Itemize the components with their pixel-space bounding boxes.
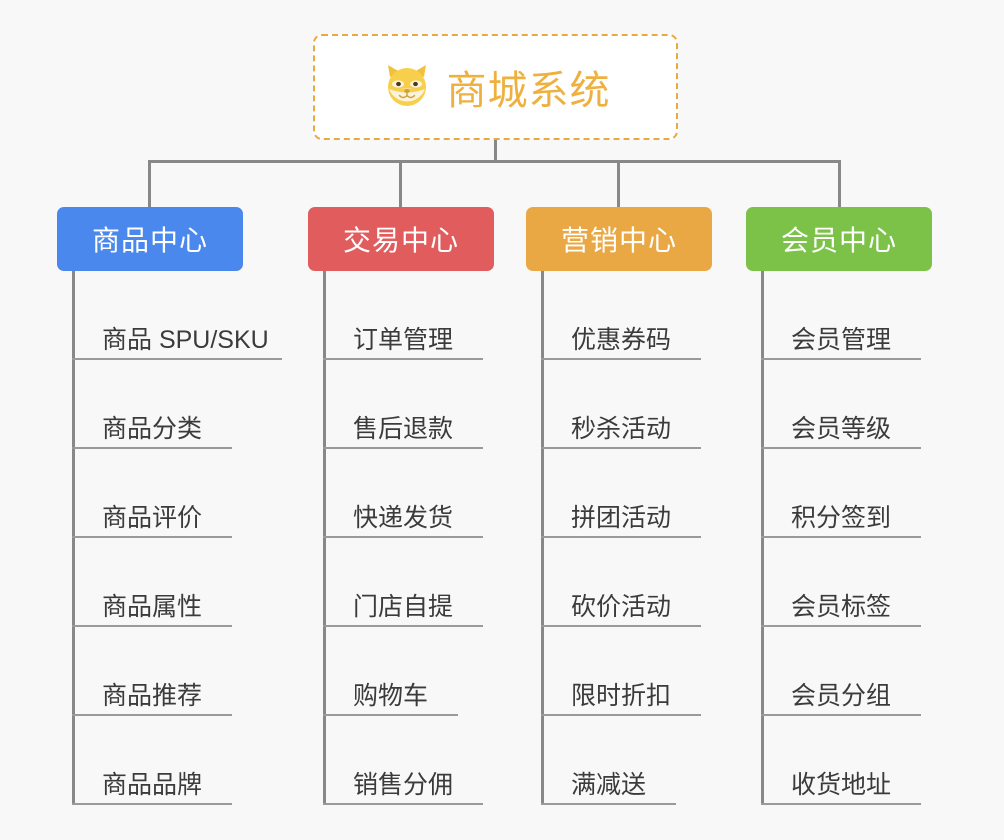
connector-spine-member-center [761,271,764,805]
category-label: 营销中心 [560,225,677,256]
connector-drop-2 [399,160,402,209]
category-label: 会员中心 [780,225,897,256]
leaf-label: 商品属性 [102,592,203,621]
leaf-item-group-buy[interactable]: 拼团活动 [541,449,701,538]
leaf-item-member-level[interactable]: 会员等级 [761,360,921,449]
category-header-trade-center[interactable]: 交易中心 [308,207,494,271]
leaf-label: 门店自提 [353,592,454,621]
connector-spine-marketing-center [541,271,544,805]
leaf-item-bargain-activity[interactable]: 砍价活动 [541,538,701,627]
leaf-label: 满减送 [571,770,647,799]
leaf-item-limited-time-discount[interactable]: 限时折扣 [541,627,701,716]
leaf-label: 会员标签 [791,592,892,621]
leaf-item-shipping-address[interactable]: 收货地址 [761,716,921,805]
leaf-label: 销售分佣 [353,770,454,799]
connector-spine-product-center [72,271,75,805]
leaf-label: 商品分类 [102,414,203,443]
leaf-label: 会员分组 [791,681,892,710]
root-title: 商城系统 [446,69,611,113]
leaf-item-flash-sale[interactable]: 秒杀活动 [541,360,701,449]
connector-root-stem [494,140,497,162]
leaf-item-member-management[interactable]: 会员管理 [761,271,921,360]
connector-drop-3 [617,160,620,209]
leaf-label: 商品推荐 [102,681,203,710]
leaf-label: 秒杀活动 [571,414,672,443]
leaf-item-full-reduction-gift[interactable]: 满减送 [541,716,676,805]
shiba-dog-face-icon [381,61,433,113]
leaf-label: 会员等级 [791,414,892,443]
leaf-label: 购物车 [353,681,429,710]
root-node-mall-system[interactable]: 商城系统 [313,34,678,140]
leaf-item-points-checkin[interactable]: 积分签到 [761,449,921,538]
connector-drop-1 [148,160,151,209]
leaf-item-product-brand[interactable]: 商品品牌 [72,716,232,805]
leaf-item-member-group[interactable]: 会员分组 [761,627,921,716]
connector-horizontal-bus [148,160,841,163]
leaf-item-aftersales-refund[interactable]: 售后退款 [323,360,483,449]
leaf-label: 快递发货 [353,503,454,532]
leaf-item-store-pickup[interactable]: 门店自提 [323,538,483,627]
category-header-marketing-center[interactable]: 营销中心 [526,207,712,271]
leaf-item-product-attribute[interactable]: 商品属性 [72,538,232,627]
leaf-label: 拼团活动 [571,503,672,532]
leaf-item-shopping-cart[interactable]: 购物车 [323,627,458,716]
connector-drop-4 [838,160,841,209]
category-header-member-center[interactable]: 会员中心 [746,207,932,271]
leaf-label: 积分签到 [791,503,892,532]
leaf-item-member-tag[interactable]: 会员标签 [761,538,921,627]
leaf-label: 优惠券码 [571,325,672,354]
category-label: 商品中心 [91,225,208,256]
leaf-label: 商品 SPU/SKU [102,325,269,354]
leaf-item-coupon-code[interactable]: 优惠券码 [541,271,701,360]
leaf-item-product-category[interactable]: 商品分类 [72,360,232,449]
leaf-label: 砍价活动 [571,592,672,621]
leaf-label: 限时折扣 [571,681,672,710]
leaf-item-sales-commission[interactable]: 销售分佣 [323,716,483,805]
leaf-item-product-review[interactable]: 商品评价 [72,449,232,538]
leaf-label: 售后退款 [353,414,454,443]
leaf-label: 商品评价 [102,503,203,532]
leaf-label: 会员管理 [791,325,892,354]
leaf-label: 订单管理 [353,325,454,354]
leaf-item-product-spu-sku[interactable]: 商品 SPU/SKU [72,271,282,360]
category-header-product-center[interactable]: 商品中心 [57,207,243,271]
leaf-label: 商品品牌 [102,770,203,799]
leaf-item-product-recommend[interactable]: 商品推荐 [72,627,232,716]
leaf-item-order-management[interactable]: 订单管理 [323,271,483,360]
leaf-label: 收货地址 [791,770,892,799]
category-label: 交易中心 [342,225,459,256]
connector-spine-trade-center [323,271,326,805]
leaf-item-express-shipping[interactable]: 快递发货 [323,449,483,538]
